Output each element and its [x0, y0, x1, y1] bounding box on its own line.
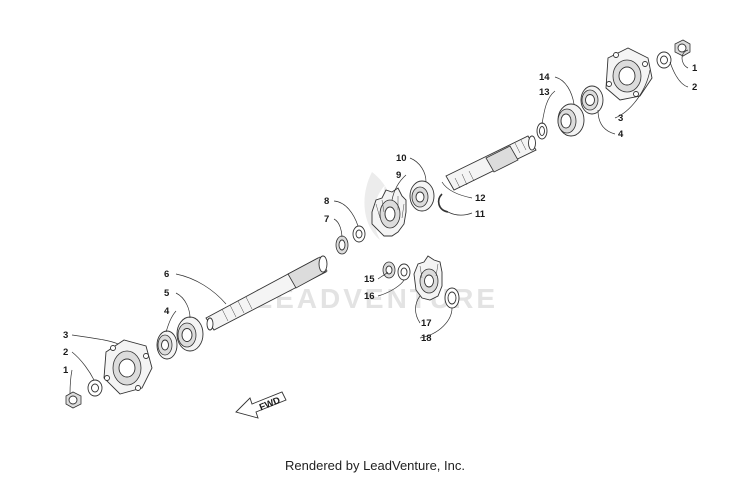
needle-bearing-7[interactable] [335, 235, 349, 255]
leader-lines [69, 49, 689, 395]
bevel-gear-9[interactable] [371, 187, 407, 237]
callout-13: 13 [539, 87, 550, 98]
callout-2-low: 2 [63, 347, 68, 358]
bearing-5[interactable] [176, 316, 204, 352]
nut-top[interactable] [674, 39, 691, 57]
bearing-15[interactable] [382, 261, 396, 279]
callout-4-low: 4 [164, 306, 170, 317]
washer-16[interactable] [397, 263, 411, 281]
callout-11: 11 [475, 209, 486, 220]
callout-15: 15 [364, 274, 375, 285]
callout-8: 8 [324, 196, 329, 207]
flange-hub-top[interactable] [605, 47, 653, 101]
flange-hub-low[interactable] [103, 339, 153, 395]
fwd-label: FWD [258, 395, 282, 413]
callout-9: 9 [396, 170, 401, 181]
washer-low[interactable] [87, 379, 103, 397]
callout-1-low: 1 [63, 365, 69, 376]
callout-4-top: 4 [618, 129, 624, 140]
output-shaft-12[interactable] [445, 135, 537, 191]
callout-3-low: 3 [63, 330, 68, 341]
snap-ring-11[interactable] [437, 193, 449, 213]
callout-7: 7 [324, 214, 329, 225]
footer-credit: Rendered by LeadVenture, Inc. [285, 458, 465, 473]
callout-3-top: 3 [618, 113, 623, 124]
input-shaft-6[interactable] [205, 255, 328, 331]
washer-18[interactable] [444, 287, 460, 309]
callout-17: 17 [421, 318, 432, 329]
bearing-low[interactable] [156, 330, 178, 360]
ring-13[interactable] [536, 122, 548, 140]
bearing-10[interactable] [409, 180, 435, 212]
callout-2-top: 2 [692, 82, 697, 93]
callout-5: 5 [164, 288, 170, 299]
washer-top[interactable] [656, 51, 672, 69]
bearing-top[interactable] [580, 85, 604, 115]
nut-low[interactable] [65, 391, 82, 409]
callout-numbers: 1 2 3 4 14 13 10 9 12 11 8 7 6 5 4 3 2 1… [63, 63, 698, 376]
bearing-14[interactable] [557, 103, 585, 137]
callout-18: 18 [421, 333, 432, 344]
watermark: LEADVENTURE [255, 172, 495, 314]
callout-6: 6 [164, 269, 169, 280]
washer-8[interactable] [352, 225, 366, 243]
callout-16: 16 [364, 291, 375, 302]
fwd-arrow-icon: FWD [235, 391, 287, 419]
callout-14: 14 [539, 72, 550, 83]
bevel-gear-17[interactable] [413, 255, 443, 301]
callout-1-top: 1 [692, 63, 698, 74]
callout-10: 10 [396, 153, 407, 164]
callout-12: 12 [475, 193, 486, 204]
